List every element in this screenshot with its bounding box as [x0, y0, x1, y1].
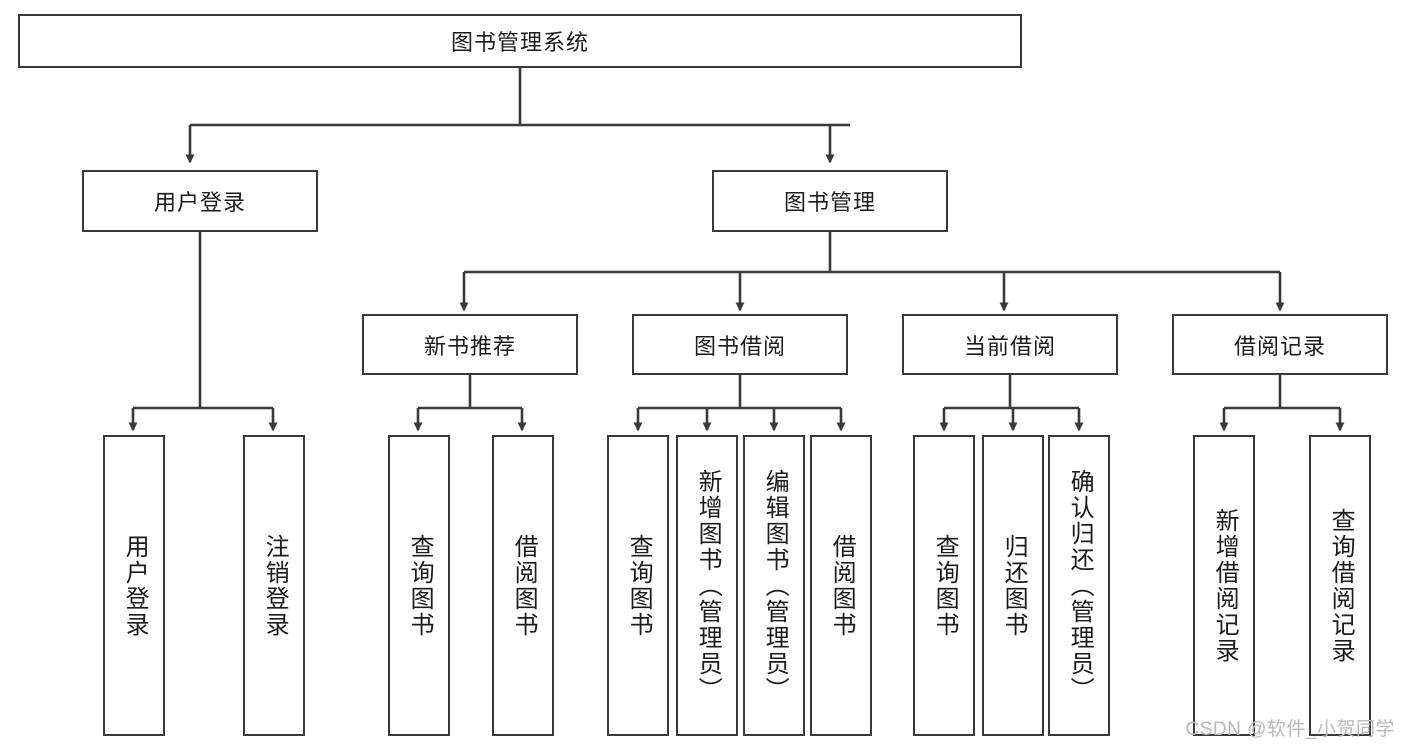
leaf-user-login[interactable]: 用户登录	[103, 435, 165, 736]
leaf-logout[interactable]: 注销登录	[243, 435, 305, 736]
leaf-query-book-recommend[interactable]: 查询图书	[388, 435, 450, 736]
node-label: 当前借阅	[963, 333, 1056, 359]
node-new-book-recommendation[interactable]: 新书推荐	[362, 314, 578, 375]
leaf-query-book-borrow[interactable]: 查询图书	[607, 435, 669, 736]
leaf-edit-book-admin[interactable]: 编辑图书（管理员）	[743, 435, 805, 736]
node-book-management-system[interactable]: 图书管理系统	[18, 14, 1022, 68]
node-label: 用户登录	[153, 190, 246, 215]
node-label: 确认归还（管理员）	[1066, 468, 1094, 703]
node-label: 新增借阅记录	[1211, 507, 1239, 664]
node-label: 查询借阅记录	[1327, 507, 1355, 664]
leaf-query-book-current[interactable]: 查询图书	[913, 435, 975, 736]
leaf-return-book[interactable]: 归还图书	[982, 435, 1044, 736]
node-label: 图书管理	[783, 190, 876, 215]
leaf-confirm-return-admin[interactable]: 确认归还（管理员）	[1048, 435, 1110, 736]
node-current-borrow[interactable]: 当前借阅	[902, 314, 1118, 375]
leaf-add-borrow-record[interactable]: 新增借阅记录	[1193, 435, 1255, 736]
node-user-login[interactable]: 用户登录	[82, 170, 318, 232]
node-label: 查询图书	[625, 533, 653, 638]
node-label: 用户登录	[121, 533, 149, 638]
node-label: 查询图书	[406, 533, 434, 638]
node-label: 查询图书	[931, 533, 959, 638]
node-book-borrow[interactable]: 图书借阅	[632, 314, 848, 375]
node-label: 借阅记录	[1233, 333, 1326, 359]
node-borrow-record[interactable]: 借阅记录	[1172, 314, 1388, 375]
leaf-borrow-book-recommend[interactable]: 借阅图书	[492, 435, 554, 736]
node-book-management[interactable]: 图书管理	[712, 170, 948, 232]
node-label: 图书借阅	[693, 333, 786, 359]
leaf-add-book-admin[interactable]: 新增图书（管理员）	[676, 435, 738, 736]
node-label: 编辑图书（管理员）	[761, 468, 789, 703]
watermark: CSDN @软件_小贺同学	[1185, 719, 1395, 740]
leaf-query-borrow-record[interactable]: 查询借阅记录	[1309, 435, 1371, 736]
node-label: 新增图书（管理员）	[694, 468, 722, 703]
node-label: 归还图书	[1000, 533, 1028, 638]
node-label: 新书推荐	[423, 333, 516, 359]
node-label: 注销登录	[261, 533, 289, 638]
node-label: 借阅图书	[510, 533, 538, 638]
node-label: 借阅图书	[828, 533, 856, 638]
node-label: 图书管理系统	[450, 30, 589, 55]
leaf-borrow-book[interactable]: 借阅图书	[810, 435, 872, 736]
